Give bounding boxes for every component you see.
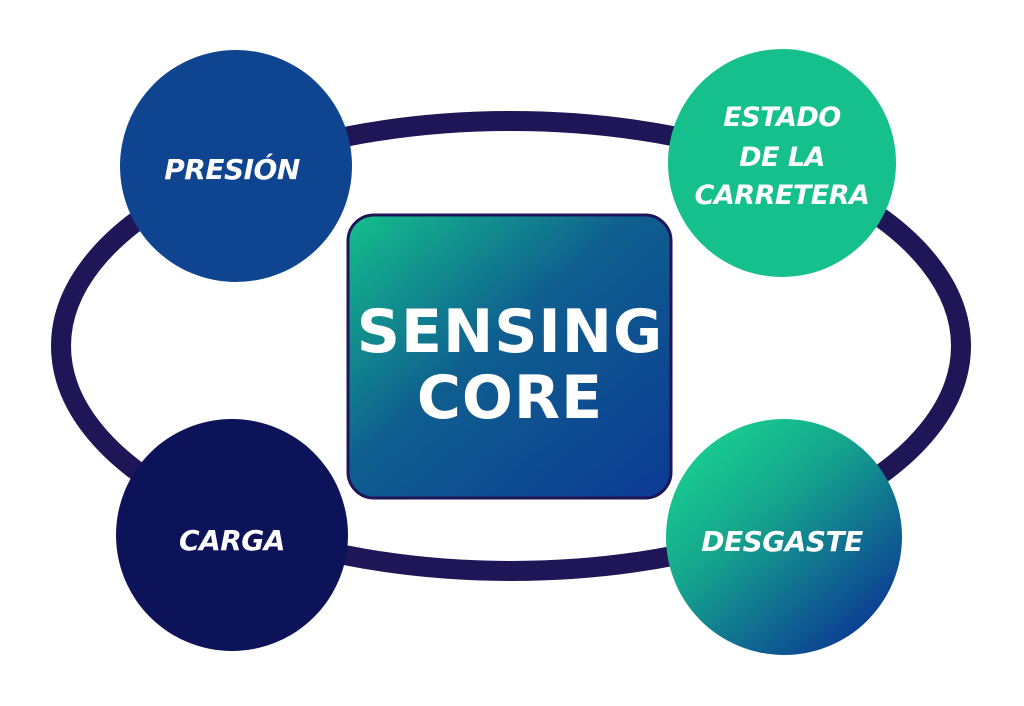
node-estado-line2: DE LA bbox=[739, 142, 825, 173]
core-box: SENSING CORE bbox=[346, 213, 673, 500]
core-title-line1: SENSING bbox=[357, 297, 663, 367]
node-carga-label: CARGA bbox=[179, 524, 285, 557]
outer-ring bbox=[51, 111, 971, 581]
node-desgaste: DESGASTE bbox=[666, 419, 902, 655]
node-estado-line3: CARRETERA bbox=[695, 180, 870, 211]
node-estado-carretera: ESTADO DE LA CARRETERA bbox=[668, 49, 896, 277]
core-title-line2: CORE bbox=[417, 363, 603, 433]
node-presion-label: PRESIÓN bbox=[164, 152, 300, 186]
node-presion: PRESIÓN bbox=[120, 50, 352, 282]
node-estado-line1: ESTADO bbox=[723, 102, 840, 133]
node-desgaste-label: DESGASTE bbox=[701, 525, 863, 558]
node-carga: CARGA bbox=[116, 419, 348, 651]
